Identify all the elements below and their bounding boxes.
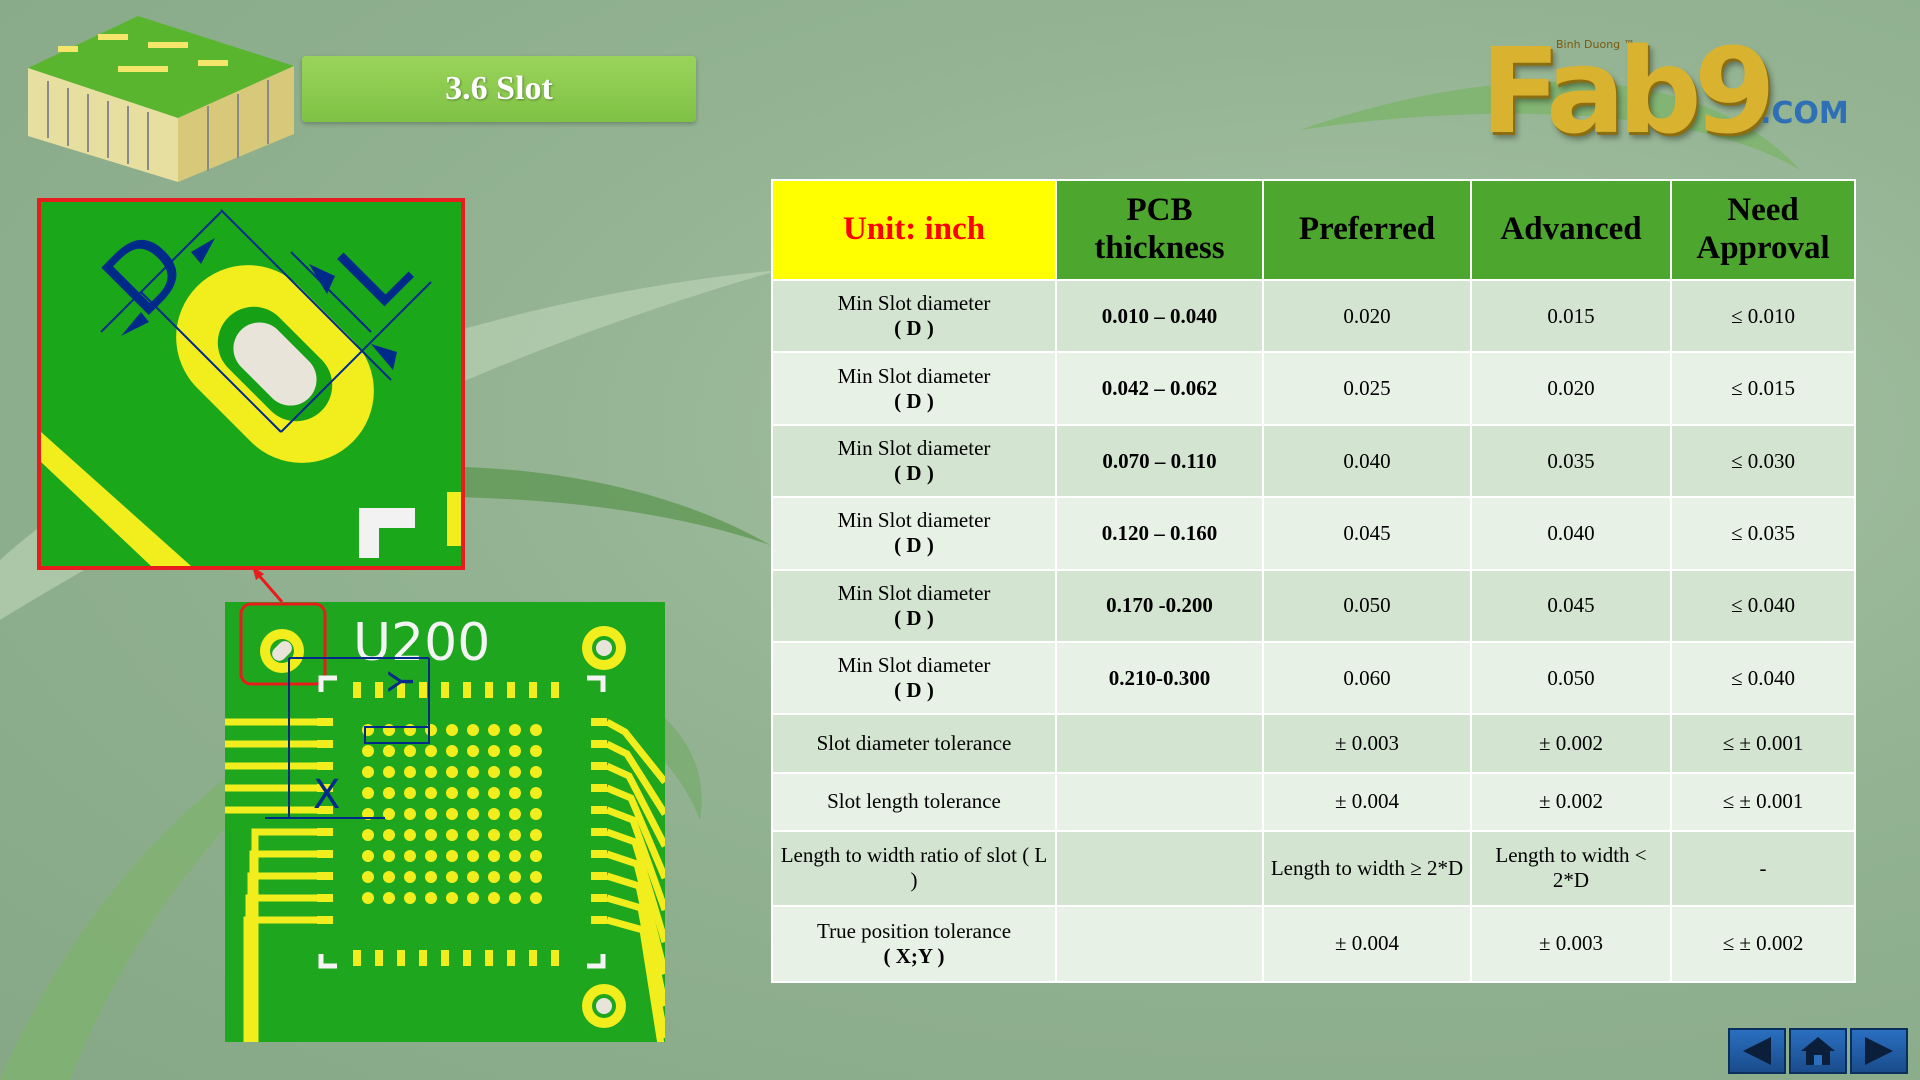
row-label-text: Min Slot diameter [837, 291, 991, 316]
row-label: True position tolerance( X;Y ) [771, 904, 1057, 984]
cell-pcb-thickness: 0.010 – 0.040 [1055, 278, 1264, 354]
brand-suffix: .COM [1760, 96, 1849, 131]
row-label: Slot diameter tolerance [771, 713, 1057, 774]
cell-need-approval: ≤ ± 0.001 [1670, 771, 1856, 833]
slide-title: 3.6 Slot [302, 56, 696, 122]
axis-y-label: Y [382, 671, 422, 693]
cell-pcb-thickness [1055, 771, 1264, 833]
cell-preferred: 0.045 [1262, 496, 1472, 571]
row-label-sub: ( D ) [894, 388, 934, 413]
row-label: Min Slot diameter( D ) [771, 496, 1057, 571]
cell-preferred: ± 0.004 [1262, 771, 1472, 833]
cell-pcb-thickness: 0.042 – 0.062 [1055, 351, 1264, 426]
cell-preferred: 0.020 [1262, 278, 1472, 354]
row-label: Min Slot diameter( D ) [771, 423, 1057, 499]
row-label-text: Min Slot diameter [837, 508, 991, 533]
cell-need-approval: ≤ ± 0.001 [1670, 713, 1856, 774]
row-label: Min Slot diameter( D ) [771, 351, 1057, 426]
cell-advanced: ± 0.002 [1470, 771, 1672, 833]
row-label-text: Length to width ratio of slot ( L ) [780, 843, 1048, 893]
header-advanced: Advanced [1470, 179, 1672, 281]
cell-advanced: 0.040 [1470, 496, 1672, 571]
row-label-text: Slot length tolerance [827, 789, 1001, 814]
cell-advanced: ± 0.002 [1470, 713, 1672, 774]
prev-slide-button[interactable] [1728, 1028, 1786, 1074]
header-need-approval: Need Approval [1670, 179, 1856, 281]
cell-pcb-thickness: 0.120 – 0.160 [1055, 496, 1264, 571]
brand-tagline: Binh Duong ™ [1556, 38, 1635, 51]
row-label-sub: ( D ) [894, 605, 934, 630]
pcb-footprint-image: U200 X Y [225, 602, 665, 1042]
cell-pcb-thickness [1055, 904, 1264, 984]
home-icon [1801, 1037, 1835, 1065]
cell-need-approval: ≤ 0.030 [1670, 423, 1856, 499]
cell-need-approval: ≤ ± 0.002 [1670, 904, 1856, 984]
row-label-text: Min Slot diameter [837, 653, 991, 678]
cell-preferred: 0.025 [1262, 351, 1472, 426]
row-label-sub: ( X;Y ) [883, 943, 945, 968]
slot-spec-table: Unit: inch PCB thickness Preferred Advan… [771, 179, 1856, 984]
row-label-sub: ( D ) [894, 678, 934, 703]
header-preferred: Preferred [1262, 179, 1472, 281]
cell-need-approval: - [1670, 830, 1856, 907]
row-label: Min Slot diameter( D ) [771, 568, 1057, 644]
cell-preferred: Length to width ≥ 2*D [1262, 830, 1472, 907]
row-label-sub: ( D ) [894, 533, 934, 558]
row-label-sub: ( D ) [894, 461, 934, 486]
cell-preferred: ± 0.004 [1262, 904, 1472, 984]
cell-pcb-thickness: 0.170 -0.200 [1055, 568, 1264, 644]
table-row: Slot length tolerance ± 0.004± 0.002≤ ± 0… [771, 771, 1856, 833]
row-label: Min Slot diameter( D ) [771, 641, 1057, 716]
cell-advanced: 0.035 [1470, 423, 1672, 499]
row-label: Slot length tolerance [771, 771, 1057, 833]
row-label-text: Min Slot diameter [837, 436, 991, 461]
cell-advanced: 0.050 [1470, 641, 1672, 716]
cell-pcb-thickness: 0.210-0.300 [1055, 641, 1264, 716]
row-label: Min Slot diameter( D ) [771, 278, 1057, 354]
cell-preferred: 0.050 [1262, 568, 1472, 644]
cell-advanced: 0.045 [1470, 568, 1672, 644]
arrow-right-icon [1865, 1037, 1893, 1065]
row-label: Length to width ratio of slot ( L ) [771, 830, 1057, 907]
component-ref: U200 [353, 613, 490, 673]
next-slide-button[interactable] [1850, 1028, 1908, 1074]
cell-need-approval: ≤ 0.040 [1670, 641, 1856, 716]
arrow-left-icon [1743, 1037, 1771, 1065]
cell-advanced: 0.020 [1470, 351, 1672, 426]
row-label-text: Min Slot diameter [837, 363, 991, 388]
cell-preferred: 0.040 [1262, 423, 1472, 499]
cell-need-approval: ≤ 0.010 [1670, 278, 1856, 354]
brand-logo: Fab9 [1480, 22, 1776, 160]
cell-pcb-thickness [1055, 830, 1264, 907]
cell-advanced: 0.015 [1470, 278, 1672, 354]
cell-preferred: ± 0.003 [1262, 713, 1472, 774]
cell-need-approval: ≤ 0.035 [1670, 496, 1856, 571]
row-label-sub: ( D ) [894, 316, 934, 341]
cell-pcb-thickness [1055, 713, 1264, 774]
header-unit: Unit: inch [771, 179, 1057, 281]
cell-advanced: Length to width < 2*D [1470, 830, 1672, 907]
cell-pcb-thickness: 0.070 – 0.110 [1055, 423, 1264, 499]
row-label-text: Min Slot diameter [837, 580, 991, 605]
cell-need-approval: ≤ 0.015 [1670, 351, 1856, 426]
pcb-3d-illustration [28, 16, 294, 182]
cell-preferred: 0.060 [1262, 641, 1472, 716]
axis-x-label: X [313, 772, 340, 818]
row-label-text: True position tolerance [816, 918, 1012, 943]
table-row: Length to width ratio of slot ( L ) Lengt… [771, 830, 1856, 907]
cell-advanced: ± 0.003 [1470, 904, 1672, 984]
header-pcb-thickness: PCB thickness [1055, 179, 1264, 281]
row-label-text: Slot diameter tolerance [816, 731, 1012, 756]
table-row: Slot diameter tolerance ± 0.003± 0.002≤ ±… [771, 713, 1856, 774]
home-button[interactable] [1789, 1028, 1847, 1074]
table-row: True position tolerance( X;Y ) ± 0.004± 0… [771, 904, 1856, 984]
cell-need-approval: ≤ 0.040 [1670, 568, 1856, 644]
slot-zoom-image: D L [37, 198, 465, 570]
